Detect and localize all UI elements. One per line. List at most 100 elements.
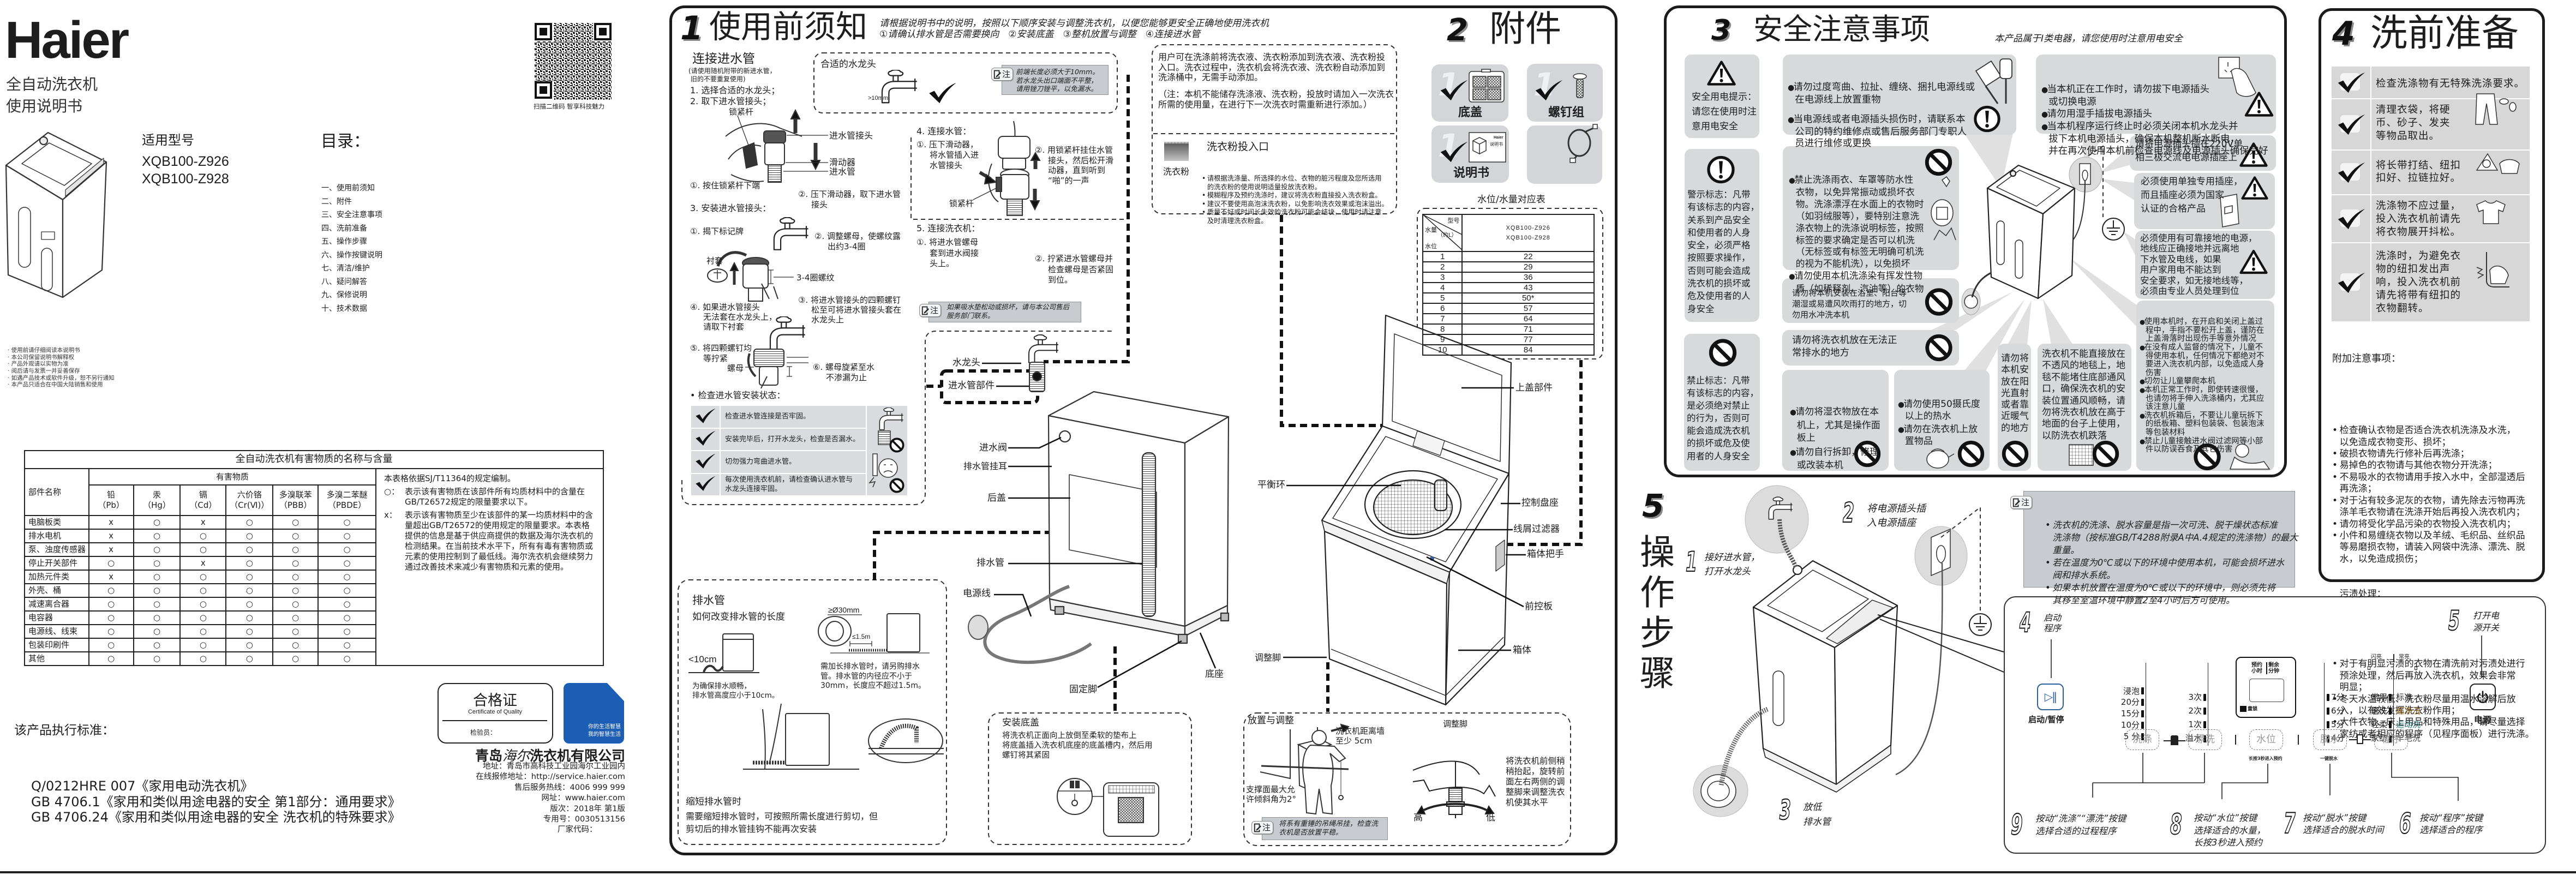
step-3-text: 放低 排水管 <box>1803 802 1831 828</box>
wall-gap-note: 洗衣机距离墙 至少 5cm <box>1335 726 1385 746</box>
checklist-row: 洗涤时，为避免衣 物的纽扣发出声 响，投入洗衣机前 请先将带有纽扣的 衣物翻转。 <box>2332 243 2530 321</box>
substance-lead: 铅（Pb） <box>88 484 134 516</box>
option-label: 15分 <box>2120 709 2140 719</box>
inlet-step-3e: ⑤. 将四颗螺钉均 等拧紧 <box>690 343 752 363</box>
lead-mark: x <box>88 570 134 584</box>
substance-cadmium: 镉（Cd） <box>179 484 227 516</box>
label-tap: 水龙头 <box>952 357 980 368</box>
substance-chromium: 六价铬（Cr(Ⅵ)） <box>225 484 274 516</box>
label-rear-cover: 后盖 <box>987 493 1006 504</box>
checklist-text: 检查洗涤物有无特殊洗涤要求。 <box>2371 67 2530 98</box>
manual-cover-label: 说明书 <box>1490 142 1503 147</box>
note-item: 破损衣物请先行修补后再洗涤； <box>2332 448 2535 460</box>
substance-symbol: （PBB） <box>279 500 312 510</box>
pbb-mark: ○ <box>272 610 319 625</box>
safety-item: 禁止洗涤雨衣、车罩等防水性 衣物，以免异常振动或损坏衣 物。洗涤漂浮在水面上的衣… <box>1789 174 1924 270</box>
detergent-inlet-title: 洗衣粉投入口 <box>1207 141 1269 153</box>
safety-item: 禁止儿童接触进水阀过滤网等小部 件以防误吞食及其它伤害 <box>2140 437 2264 454</box>
certificate-title: 合格证 <box>473 692 517 709</box>
pbb-mark: ○ <box>272 570 319 584</box>
carpet-text: 洗衣机不能直接放在 不透风的地毯上，地 毯不能堵住底部通风 口，确保洗衣机的安 … <box>2042 349 2125 441</box>
pbb-mark: ○ <box>272 556 319 571</box>
led-indicator <box>2389 721 2392 729</box>
hazard-row: 减速离合器○○○○○○ <box>24 597 603 612</box>
step-number: 1 <box>1685 546 1697 578</box>
mercury-mark: ○ <box>133 556 181 571</box>
drain-length-limit: ≤1.5m <box>852 633 871 640</box>
button-separator <box>2235 735 2236 745</box>
inlet-subtitle: (请使用随机附带的新进水管， 旧的不要重复使用) <box>688 67 776 83</box>
cover-note: · 本产品只适合在中国大陆销售和使用 <box>8 381 103 388</box>
pbb-mark: ○ <box>272 515 319 530</box>
child-lock-indicator <box>2240 706 2246 712</box>
step-number: 2 <box>1842 497 1854 529</box>
page-bottom-rule <box>0 871 2576 873</box>
checkmark-icon <box>1439 141 1469 163</box>
additional-notes-title: 附加注意事项： <box>2332 352 2401 364</box>
program-header-divider <box>2393 654 2394 662</box>
checklist-row: 检查洗涤物有无特殊洗涤要求。 <box>2332 67 2530 98</box>
checklist-text: 洗涤时，为避免衣 物的纽扣发出声 响，投入洗衣机前 请先将带有纽扣的 衣物翻转。 <box>2371 243 2530 321</box>
legend-electrical-safety-text: 安全用电提示： 请您在使用时注 意用电安全 <box>1692 92 1757 132</box>
option-label: 6分 <box>2331 705 2345 716</box>
section-number: 5 <box>1642 487 1664 524</box>
note-item: 请勿将受化学品污染的衣物投入洗衣机内； <box>2332 519 2535 530</box>
pbde-mark: ○ <box>317 542 377 557</box>
wash-time-option: 5 分 <box>2107 731 2146 742</box>
toc-item: 五、操作步骤 <box>321 237 367 246</box>
label-lock-lever: 锁紧杆 <box>729 107 754 117</box>
drain-shorten-note: 需要缩短排水管时，可按照所需长度进行剪切，但 剪切后的排水管挂钩不能再次安装 <box>686 811 878 834</box>
connect-hose-step-b: ②. 用锁紧杆挂住水管 接头，然后松开滑 动器，直到听到 “啪”的一声 <box>1035 145 1114 185</box>
child-lock-label: 童锁 <box>2248 706 2258 712</box>
remaining-minutes-label: 剩余 分钟 <box>2268 662 2279 674</box>
note-item: 若在温度为0℃或以下的环境中使用本机，可能会损坏进水 阀和排水系统。 <box>2045 556 2298 582</box>
part-name: 停止开关部件 <box>24 556 89 571</box>
spin-option: 7分 <box>2325 691 2351 704</box>
inlet-step-3b: ②. 调整螺母，使螺纹露 出约3-4圈 <box>814 231 901 251</box>
checkmark-icon <box>695 453 716 469</box>
toc-item: 四、洗前准备 <box>321 224 367 233</box>
led-indicator <box>2327 721 2329 729</box>
substance-name: 多溴联苯 <box>279 490 312 500</box>
program-marker-icon <box>2415 666 2417 670</box>
lead-mark: x <box>88 515 134 530</box>
toc-item: 二、附件 <box>321 197 352 206</box>
inlet-step-2b: ②. 压下滑动器，取下进水管 接头 <box>798 189 901 209</box>
product-type: 全自动洗衣机 <box>6 75 98 93</box>
standard-item: GB 4706.24《家用和类似用途电器的安全 洗衣机的特殊要求》 <box>31 810 401 825</box>
check-text: 切勿强力弯曲进水管。 <box>720 450 867 474</box>
check-cell <box>690 472 721 496</box>
document-number: 专用号：0030513156 <box>543 815 625 824</box>
label-lock-lever: 锁紧杆 <box>949 199 974 208</box>
label-base: 底座 <box>1205 669 1224 680</box>
foot-low-label: 低 <box>1486 812 1495 823</box>
rinse-button-diagram: 漂洗 <box>2188 729 2222 750</box>
led-indicator <box>2203 721 2206 729</box>
bottom-cover-title: 安装底盖 <box>1002 717 1039 728</box>
check-text: 检查进水管连接是否牢固。 <box>720 405 867 429</box>
reserve-hours-label: 预约 小时 <box>2251 662 2262 674</box>
note-icon <box>921 306 929 315</box>
led-indicator <box>2141 721 2144 729</box>
model-number: XQB100-Z928 <box>142 171 229 187</box>
rinse-option: 2次 <box>2176 704 2208 718</box>
company-address: 地址：青岛市高科技工业园海尔工业园内 <box>483 762 625 771</box>
part-name: 排水电机 <box>24 529 89 543</box>
section-4-panel <box>2319 8 2545 582</box>
haier-logo: Haier <box>5 11 129 69</box>
program-option: 速洗 <box>2356 704 2393 718</box>
wash-time-option: 10分 <box>2107 720 2146 731</box>
tilt-angle-note: 支撑面最大允 许倾斜角为2° <box>1246 784 1297 804</box>
legend-text: 表示该有害物质至少在该部件的某一均质材料中的含量超出GB/T26572的使用规定… <box>405 510 594 572</box>
water-level: 8 <box>1422 323 1463 335</box>
mercury-mark: ○ <box>133 638 181 652</box>
pbde-mark: ○ <box>317 638 377 652</box>
company-name-prefix: 青岛 <box>475 748 502 764</box>
pbb-mark: ○ <box>272 624 319 639</box>
